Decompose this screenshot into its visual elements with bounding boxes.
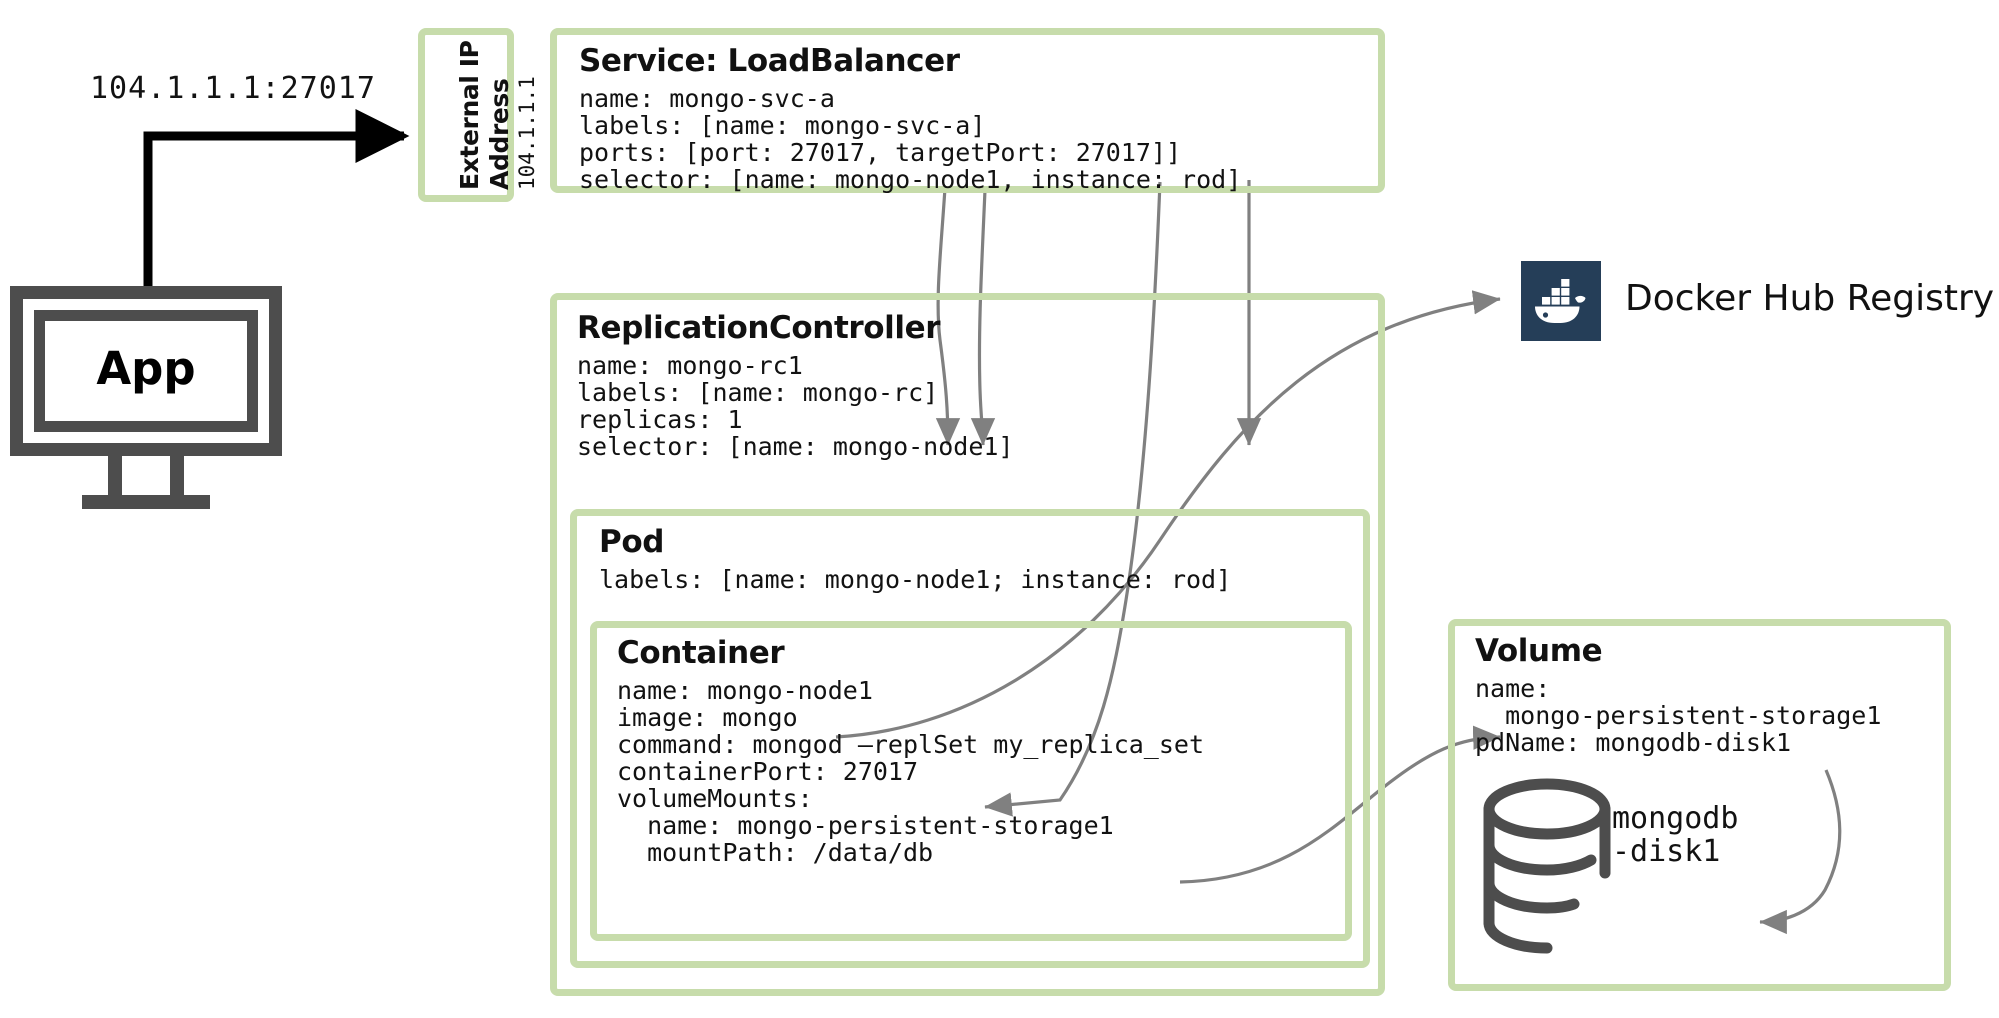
disk-label-line-1: mongodb (1612, 801, 1739, 836)
pod-heading: Pod (599, 524, 665, 560)
container-line-3: containerPort: 27017 (617, 757, 919, 786)
volume-line-0: name: (1475, 674, 1551, 703)
docker-whale-icon (1535, 279, 1586, 323)
docker-hub-registry: Docker Hub Registry (1521, 261, 1994, 341)
volume-line-1: mongo-persistent-storage1 (1475, 701, 1882, 730)
monitor-stand-base (82, 495, 210, 509)
external-ip-title-line-2: Address (485, 78, 514, 190)
replication-controller-line-2: replicas: 1 (577, 405, 743, 434)
monitor-bezel-inner (34, 310, 258, 432)
volume-heading: Volume (1475, 633, 1603, 669)
arrow-app-to-external-ip (143, 109, 410, 290)
service-line-2: ports: [port: 27017, targetPort: 27017]] (579, 138, 1182, 167)
arrow-service-selector-name-to-pod-label (935, 187, 961, 446)
arrow-volume-mount-to-volume (1179, 725, 1501, 884)
container-heading: Container (617, 635, 785, 671)
database-cylinder-icon (1483, 778, 1611, 954)
disk-label-line-2: -disk1 (1612, 834, 1721, 869)
external-ip-title-line-1: External IP (455, 40, 484, 190)
service-heading: Service: LoadBalancer (579, 43, 960, 79)
container-line-5: name: mongo-persistent-storage1 (617, 811, 1114, 840)
replication-controller-heading: ReplicationController (577, 310, 941, 346)
container-line-4: volumeMounts: (617, 784, 813, 813)
monitor-stand-neck (108, 456, 184, 498)
service-line-0: name: mongo-svc-a (579, 84, 835, 113)
service-loadbalancer-box: Service: LoadBalancer name: mongo-svc-a … (550, 28, 1385, 193)
replication-controller-line-1: labels: [name: mongo-rc] (577, 378, 939, 407)
external-ip-address-value: 104.1.1.1 (515, 76, 539, 190)
pod-box: Pod labels: [name: mongo-node1; instance… (570, 509, 1370, 968)
arrow-ports-to-container-port (984, 181, 1162, 817)
service-line-1: labels: [name: mongo-svc-a] (579, 111, 986, 140)
container-line-6: mountPath: /data/db (617, 838, 934, 867)
arrow-container-image-to-docker-registry (835, 290, 1501, 739)
container-line-1: image: mongo (617, 703, 798, 732)
docker-tile-background (1521, 261, 1601, 341)
arrow-rc-selector-to-pod-label (970, 189, 996, 446)
replication-controller-line-0: name: mongo-rc1 (577, 351, 803, 380)
replication-controller-line-3: selector: [name: mongo-node1] (577, 432, 1014, 461)
arrow-pdname-to-disk-icon (1759, 769, 1842, 935)
container-line-0: name: mongo-node1 (617, 676, 873, 705)
container-box: Container name: mongo-node1 image: mongo… (590, 621, 1352, 941)
volume-box: Volume name: mongo-persistent-storage1 p… (1448, 619, 1951, 991)
container-line-2: command: mongod –replSet my_replica_set (617, 730, 1204, 759)
service-line-3: selector: [name: mongo-node1, instance: … (579, 165, 1242, 194)
monitor-screen-label: App (96, 342, 196, 395)
volume-line-2: pdName: mongodb-disk1 (1475, 728, 1792, 757)
external-ip-box: External IP Address 104.1.1.1 (418, 28, 539, 202)
pod-line-0: labels: [name: mongo-node1; instance: ro… (599, 565, 1232, 594)
connection-endpoint-label: 104.1.1.1:27017 (90, 71, 376, 106)
client-app-monitor: App (10, 286, 290, 521)
docker-hub-registry-label: Docker Hub Registry (1625, 278, 1995, 319)
replication-controller-box: ReplicationController name: mongo-rc1 la… (550, 293, 1385, 996)
